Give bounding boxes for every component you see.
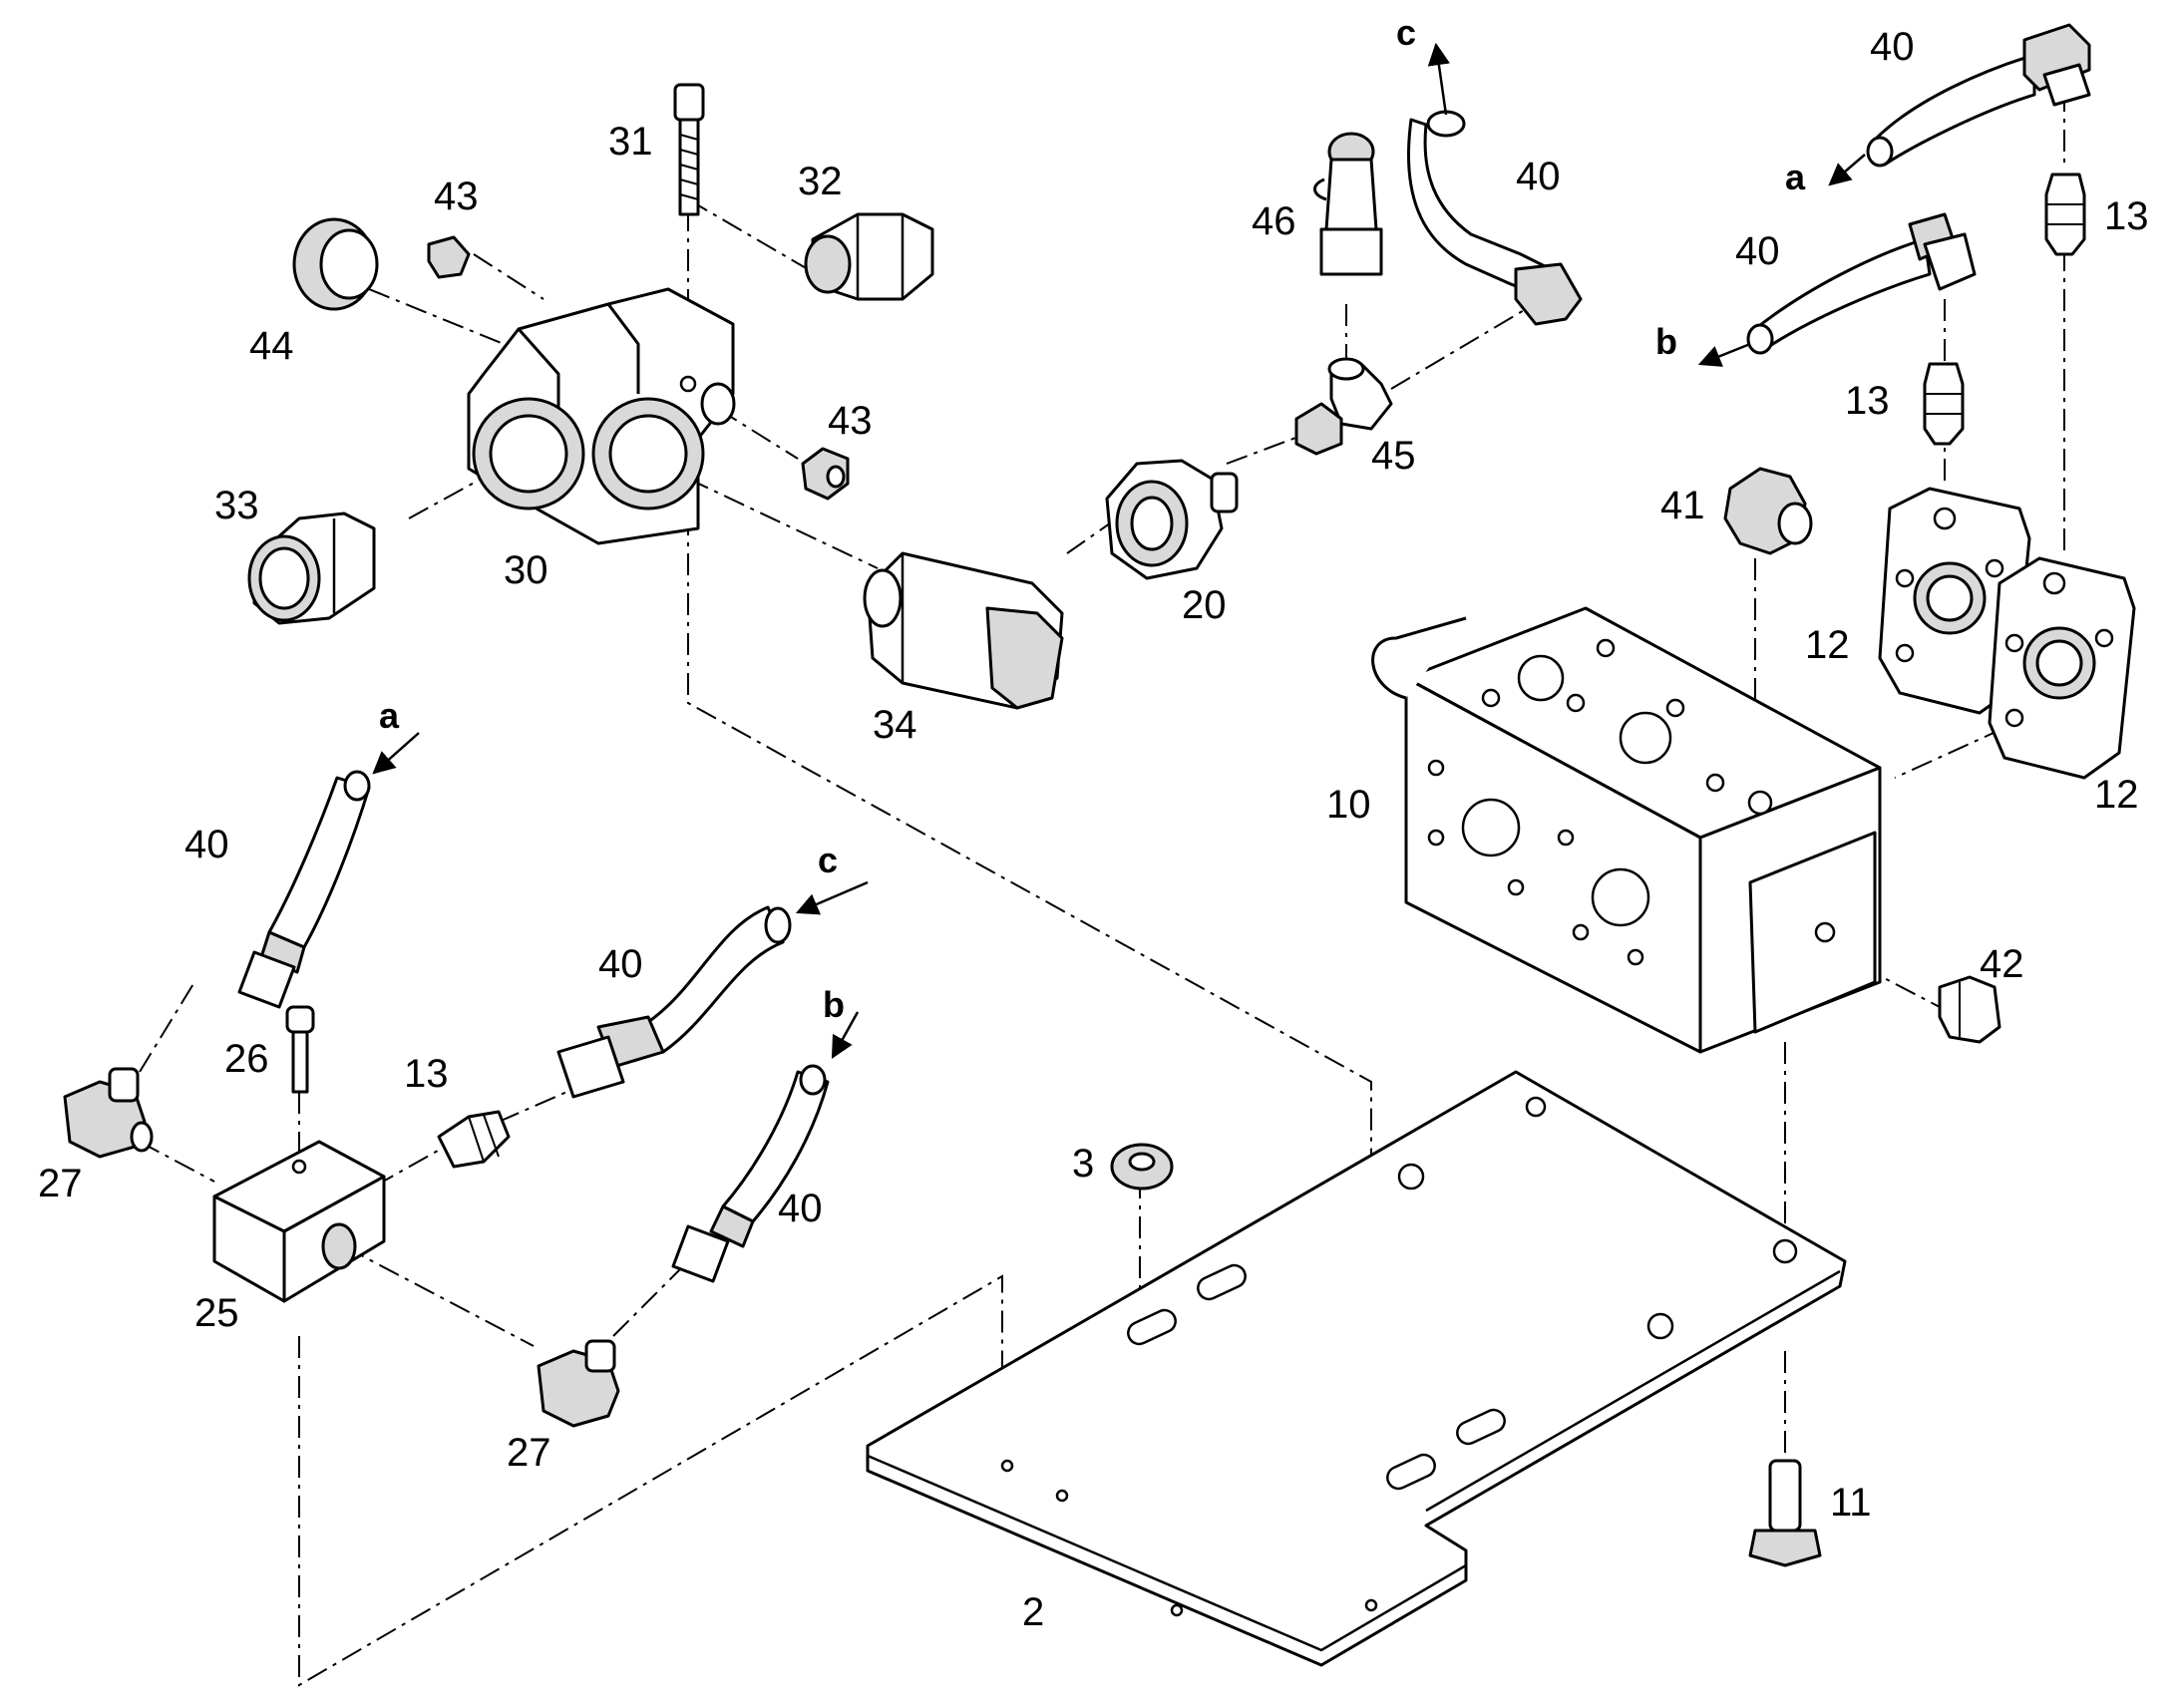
callout-43-top: 43	[434, 174, 479, 218]
callout-2: 2	[1022, 1590, 1044, 1634]
callout-31: 31	[608, 120, 653, 164]
hose-40-b-top[interactable]	[1746, 212, 1977, 355]
callout-40-top-right: 40	[1870, 25, 1915, 69]
callout-32: 32	[798, 160, 843, 203]
hose-40-c-bottom[interactable]	[556, 905, 792, 1099]
callout-43-right: 43	[828, 399, 873, 443]
nipple-13-top-right[interactable]	[2044, 172, 2086, 256]
plug-42[interactable]	[1938, 975, 2001, 1044]
callout-26: 26	[224, 1037, 269, 1081]
flow-marker-a-bottom: a	[379, 695, 400, 736]
bolt-31[interactable]	[673, 83, 705, 216]
callout-30: 30	[504, 548, 548, 592]
flow-marker-c-top: c	[1396, 12, 1416, 53]
valve-block-10[interactable]	[1371, 606, 1882, 1054]
callout-40-middle: 40	[598, 942, 643, 986]
filter-housing-30[interactable]	[467, 287, 736, 545]
tee-fitting-45[interactable]	[1294, 357, 1393, 456]
hose-40-c-top[interactable]	[1407, 110, 1583, 326]
small-plug-43-right[interactable]	[801, 447, 850, 501]
base-plate-2[interactable]	[866, 1070, 1847, 1667]
fitting-33[interactable]	[247, 512, 376, 625]
nipple-13-left[interactable]	[437, 1110, 511, 1169]
nipple-13-middle-right[interactable]	[1923, 362, 1965, 446]
flow-marker-labels: c a b a c b	[379, 12, 1806, 1025]
callout-40-lower: 40	[778, 1187, 823, 1230]
elbow-fitting-27-bottom[interactable]	[537, 1339, 620, 1428]
hose-40-a-top[interactable]	[1866, 23, 2091, 168]
adapter-34[interactable]	[863, 551, 1064, 710]
callout-27-left: 27	[38, 1162, 83, 1205]
flow-marker-c-bottom: c	[818, 840, 838, 880]
washer-3[interactable]	[1110, 1143, 1174, 1191]
callout-3: 3	[1072, 1142, 1094, 1186]
callout-46: 46	[1252, 199, 1296, 243]
flow-marker-b-top: b	[1655, 321, 1677, 362]
callout-27-bottom: 27	[507, 1431, 551, 1475]
callout-20: 20	[1182, 583, 1227, 627]
flow-marker-a-top: a	[1785, 157, 1806, 197]
small-plug-43-top[interactable]	[427, 235, 471, 279]
callout-40-left: 40	[184, 823, 229, 866]
callout-42: 42	[1980, 942, 2024, 986]
screw-26[interactable]	[285, 1005, 315, 1094]
callout-13-left: 13	[404, 1052, 449, 1096]
flow-marker-b-bottom: b	[823, 984, 845, 1025]
callout-labels: 2 3 10 11 12 12 13 13 13 20 25 26 27 27 …	[38, 25, 2149, 1634]
callout-12-lower: 12	[2094, 773, 2139, 817]
nut-fitting-20[interactable]	[1105, 459, 1239, 580]
callout-10: 10	[1326, 783, 1371, 827]
callout-40-right: 40	[1735, 229, 1780, 273]
hose-40-b-bottom[interactable]	[671, 1064, 830, 1283]
flange-12-right[interactable]	[1988, 556, 2136, 780]
callout-13-top: 13	[2104, 194, 2149, 238]
callout-33: 33	[214, 484, 259, 527]
callout-40-top-middle: 40	[1516, 155, 1561, 198]
callout-11: 11	[1830, 1481, 1872, 1525]
callout-41: 41	[1660, 484, 1705, 527]
callout-25: 25	[194, 1291, 239, 1335]
callout-12-upper: 12	[1805, 623, 1850, 667]
banjo-fitting-41[interactable]	[1723, 467, 1813, 555]
flow-arrows	[372, 42, 1866, 1059]
callout-44: 44	[249, 324, 294, 368]
callout-13-middle: 13	[1845, 379, 1890, 423]
hose-40-a-bottom[interactable]	[237, 770, 371, 1009]
plug-44[interactable]	[292, 217, 379, 311]
callout-45: 45	[1371, 434, 1416, 478]
elbow-fitting-27-left[interactable]	[63, 1067, 154, 1159]
fitting-32[interactable]	[804, 212, 934, 301]
block-25[interactable]	[212, 1140, 386, 1303]
angled-fitting-46[interactable]	[1313, 132, 1383, 276]
callout-34: 34	[873, 703, 917, 747]
bolt-11[interactable]	[1748, 1459, 1822, 1567]
